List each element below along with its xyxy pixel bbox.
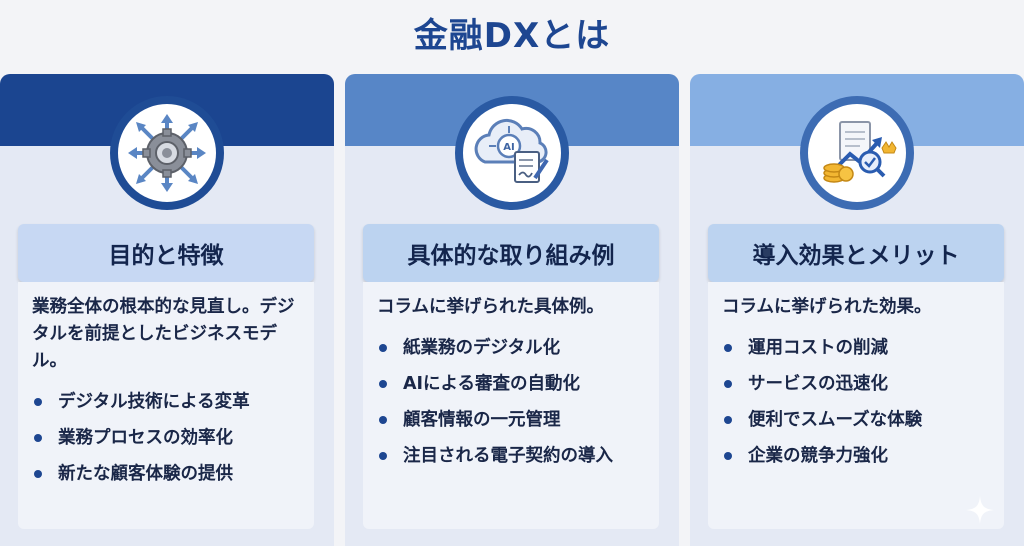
list-item: サービスの迅速化: [722, 371, 990, 397]
bullet-list: 運用コストの削減 サービスの迅速化 便利でスムーズな体験 企業の競争力強化: [722, 335, 990, 469]
bullet-icon: [34, 398, 42, 406]
list-item: AIによる審査の自動化: [377, 371, 645, 397]
card-heading: 具体的な取り組み例: [363, 224, 659, 282]
bullet-icon: [34, 434, 42, 442]
bullet-list: デジタル技術による変革 業務プロセスの効率化 新たな顧客体験の提供: [32, 389, 300, 487]
svg-text:AI: AI: [503, 142, 514, 153]
card-intro: コラムに挙げられた効果。: [722, 297, 932, 317]
bullet-icon: [379, 380, 387, 388]
bullet-icon: [724, 380, 732, 388]
card-heading: 目的と特徴: [18, 224, 314, 282]
bullet-icon: [379, 344, 387, 352]
list-item: デジタル技術による変革: [32, 389, 300, 415]
list-item: 便利でスムーズな体験: [722, 407, 990, 433]
gear-arrows-icon: [110, 96, 224, 210]
list-item: 注目される電子契約の導入: [377, 443, 645, 469]
ai-cloud-document-icon: AI: [455, 96, 569, 210]
growth-chart-coins-icon: [800, 96, 914, 210]
card-heading: 導入効果とメリット: [708, 224, 1004, 282]
page-title: 金融DXとは: [413, 16, 611, 56]
bullet-icon: [724, 416, 732, 424]
card-purpose: 目的と特徴 業務全体の根本的な見直し。デジタルを前提としたビジネスモデル。 デジ…: [0, 74, 334, 546]
list-item: 運用コストの削減: [722, 335, 990, 361]
list-item: 企業の競争力強化: [722, 443, 990, 469]
card-body: コラムに挙げられた具体例。 紙業務のデジタル化 AIによる審査の自動化 顧客情報…: [363, 282, 659, 529]
list-item: 業務プロセスの効率化: [32, 425, 300, 451]
list-item: 紙業務のデジタル化: [377, 335, 645, 361]
card-intro: コラムに挙げられた具体例。: [377, 297, 604, 317]
bullet-list: 紙業務のデジタル化 AIによる審査の自動化 顧客情報の一元管理 注目される電子契…: [377, 335, 645, 469]
bullet-icon: [724, 452, 732, 460]
sparkle-icon: [966, 496, 994, 524]
bullet-icon: [379, 416, 387, 424]
card-benefits: 導入効果とメリット コラムに挙げられた効果。 運用コストの削減 サービスの迅速化…: [690, 74, 1024, 546]
list-item: 顧客情報の一元管理: [377, 407, 645, 433]
list-item: 新たな顧客体験の提供: [32, 461, 300, 487]
card-body: 業務全体の根本的な見直し。デジタルを前提としたビジネスモデル。 デジタル技術によ…: [18, 282, 314, 529]
bullet-icon: [34, 470, 42, 478]
card-body: コラムに挙げられた効果。 運用コストの削減 サービスの迅速化 便利でスムーズな体…: [708, 282, 1004, 529]
card-examples: AI 具体的な取り組み例 コラムに挙げられた具体例。 紙業務のデジタル化 AIに…: [345, 74, 679, 546]
bullet-icon: [724, 344, 732, 352]
card-intro: 業務全体の根本的な見直し。デジタルを前提としたビジネスモデル。: [32, 297, 295, 371]
bullet-icon: [379, 452, 387, 460]
